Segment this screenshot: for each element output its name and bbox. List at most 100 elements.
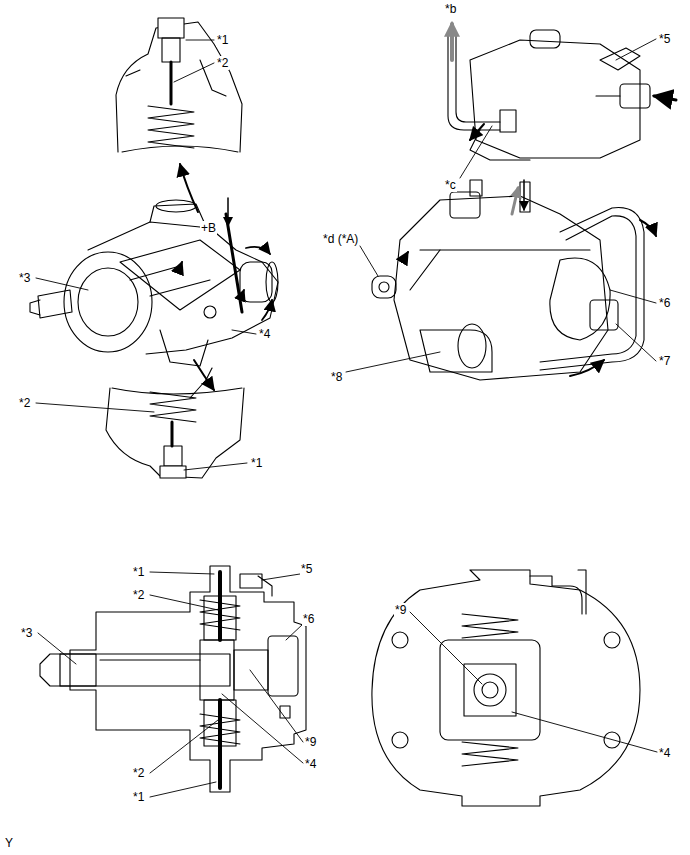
plunger-detail-top	[116, 22, 242, 152]
callout-number: *c	[444, 178, 457, 192]
leader-line	[150, 720, 218, 773]
callout-number: *2	[132, 588, 145, 602]
pump-body-left	[204, 306, 216, 318]
pump-body-right-top	[470, 40, 640, 158]
front-view	[604, 632, 620, 648]
pump-body-right-top	[500, 110, 516, 132]
flow-arrow	[240, 290, 244, 300]
callout-number: *2	[132, 766, 145, 780]
leader-line	[460, 126, 492, 178]
plunger-detail-top	[158, 18, 184, 38]
front-view	[392, 632, 408, 648]
plunger-detail-bottom	[112, 388, 242, 394]
plunger-detail-top	[162, 38, 180, 62]
plunger-detail-top	[116, 18, 242, 152]
pump-body-right-top	[620, 84, 650, 108]
front-view	[392, 732, 408, 748]
pump-body-left	[266, 262, 278, 302]
callout-number: *4	[658, 746, 671, 760]
plunger-detail-bottom	[160, 466, 186, 478]
leader-line	[38, 633, 76, 664]
front-view	[474, 674, 506, 706]
pump-body-right-main	[420, 249, 590, 250]
flow-arrow	[570, 360, 604, 376]
cross-section	[60, 654, 230, 686]
callout-number: *6	[302, 612, 315, 626]
pump-body-right-main	[420, 330, 492, 372]
callout-number: *5	[658, 32, 671, 46]
pump-body-right-top	[448, 36, 500, 130]
cross-section	[240, 574, 262, 588]
pump-body-left	[120, 240, 240, 310]
callout-number: *1	[250, 456, 263, 470]
pump-body-right-main	[540, 216, 636, 362]
plunger-detail-top	[148, 106, 194, 148]
pump-body-right-top	[600, 48, 640, 70]
cross-section	[200, 600, 240, 630]
front-view	[462, 614, 518, 638]
callout-number: *8	[330, 370, 343, 384]
plunger-detail-bottom	[106, 368, 244, 478]
callout-number: *9	[394, 603, 407, 617]
front-view	[372, 570, 640, 806]
plunger-detail-top	[170, 62, 173, 104]
plunger-detail-bottom	[206, 368, 212, 380]
pump-body-left	[30, 200, 278, 366]
leader-line	[250, 670, 303, 742]
flow-arrow	[640, 220, 656, 236]
leader-line	[186, 40, 214, 41]
leader-line	[184, 463, 247, 470]
leader-line	[610, 290, 656, 303]
pump-body-right-top	[530, 30, 560, 48]
pump-body-right-main	[458, 324, 486, 368]
cross-section	[200, 640, 234, 700]
pump-body-right-main	[394, 196, 608, 380]
plunger-detail-bottom	[190, 380, 214, 398]
pump-body-left	[78, 268, 138, 336]
leader-line	[36, 278, 88, 290]
pump-body-right-top	[596, 95, 620, 96]
callout-number: *4	[258, 327, 271, 341]
cross-section	[268, 636, 298, 696]
leader-line	[36, 403, 154, 412]
plunger-detail-bottom	[171, 422, 174, 446]
pump-body-right-top	[448, 30, 650, 160]
pump-body-left	[130, 266, 210, 296]
pump-body-right-main	[540, 208, 644, 371]
flow-arrow	[402, 252, 408, 262]
front-view	[372, 570, 640, 806]
power-arrow	[227, 198, 229, 226]
callout-number: *4	[304, 757, 317, 771]
pump-body-right-main	[372, 180, 644, 380]
leader-line	[286, 624, 303, 640]
return-arrow	[450, 24, 454, 60]
callout-number: *1	[216, 33, 229, 47]
cross-section	[218, 700, 222, 788]
leader-line	[346, 352, 440, 372]
pump-body-right-main	[470, 180, 482, 196]
plunger-detail-bottom	[164, 446, 182, 466]
pump-body-left	[226, 214, 242, 312]
cross-section	[40, 566, 306, 792]
front-view	[482, 682, 498, 698]
pump-body-left	[38, 290, 72, 318]
plunger-detail-top	[126, 70, 140, 76]
callout-number: *5	[300, 562, 313, 576]
callout-number: *d (*A)	[322, 232, 359, 246]
cross-section	[40, 654, 96, 686]
cross-section	[280, 706, 290, 718]
leader-line	[36, 39, 657, 797]
cross-section	[100, 659, 200, 660]
callout-number: *3	[20, 626, 33, 640]
pump-body-right-top	[456, 36, 500, 122]
callout-number: *2	[18, 396, 31, 410]
pump-body-right-main	[590, 300, 618, 330]
leader-line	[262, 574, 300, 580]
pump-body-right-top	[470, 130, 530, 160]
pump-body-right-main	[410, 250, 440, 290]
cross-section	[218, 572, 222, 640]
front-view	[440, 640, 540, 740]
flow-arrow	[262, 300, 272, 320]
